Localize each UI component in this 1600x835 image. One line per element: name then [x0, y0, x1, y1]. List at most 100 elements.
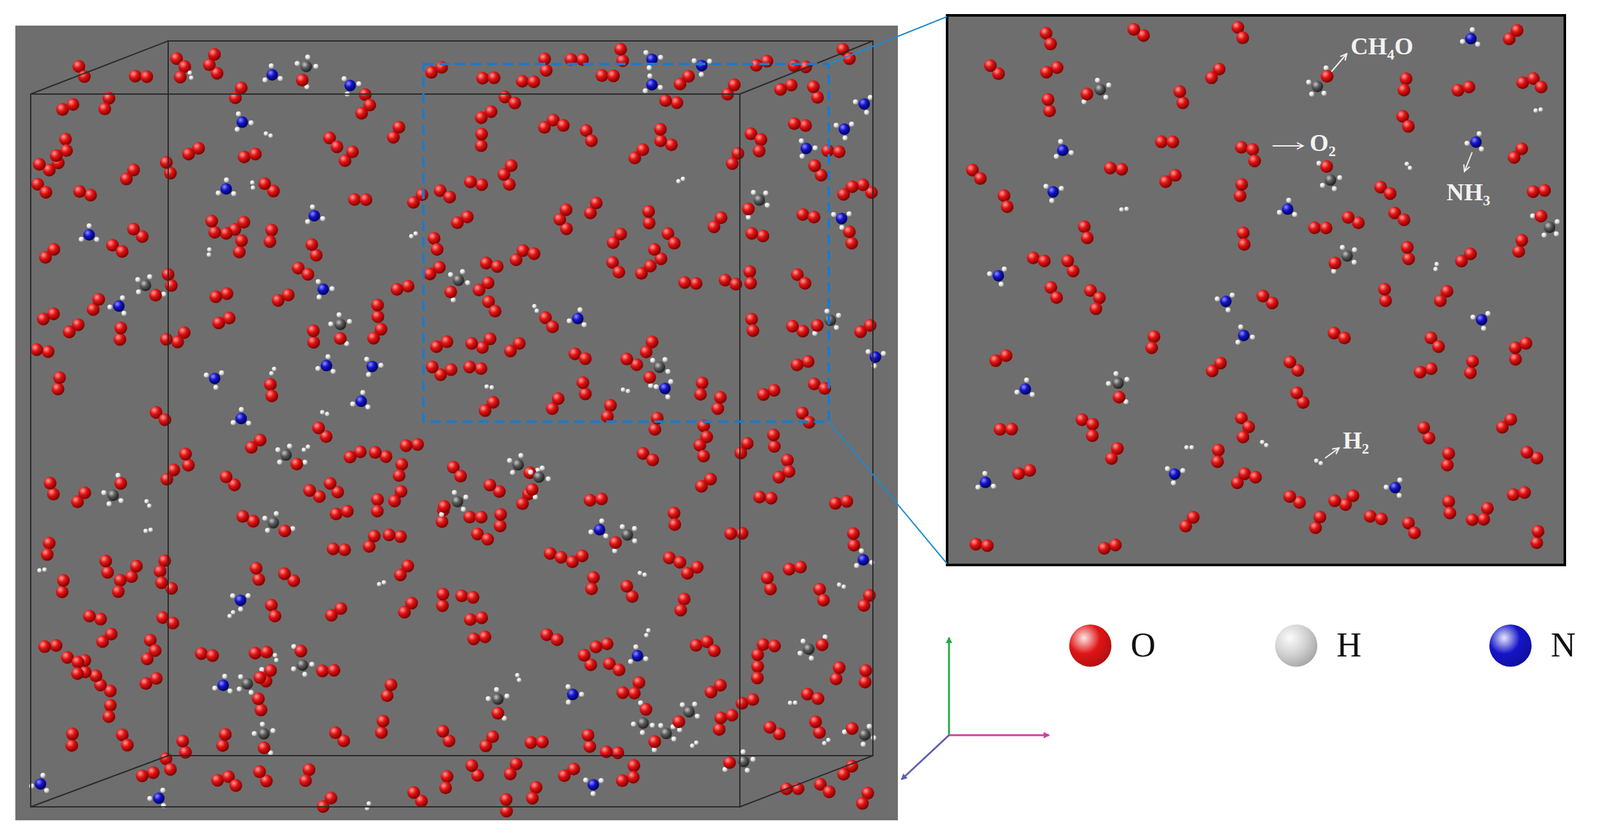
- axis-x: [949, 734, 1049, 737]
- atom: [234, 594, 247, 606]
- atom: [216, 738, 229, 752]
- atom: [614, 42, 628, 56]
- atom: [1459, 39, 1466, 45]
- atom: [594, 523, 606, 536]
- atom: [585, 134, 598, 148]
- atom: [494, 507, 508, 521]
- atom: [774, 83, 788, 96]
- atom: [600, 636, 614, 650]
- atom: [129, 69, 142, 83]
- atom: [516, 677, 522, 682]
- atom: [1530, 213, 1536, 219]
- atom: [228, 91, 242, 105]
- atom: [488, 304, 502, 318]
- atom: [1248, 154, 1262, 168]
- atom: [1518, 486, 1531, 499]
- atom: [366, 360, 378, 373]
- atom: [998, 281, 1004, 287]
- atom: [1408, 526, 1421, 540]
- atom: [1434, 261, 1439, 267]
- atom: [698, 71, 705, 77]
- atom: [754, 133, 768, 146]
- atom: [647, 73, 653, 79]
- atom: [1469, 27, 1475, 33]
- atom: [366, 800, 371, 806]
- atom: [632, 537, 638, 543]
- atom: [251, 691, 265, 705]
- atom: [266, 69, 279, 81]
- atom: [102, 709, 116, 723]
- atom: [725, 708, 739, 722]
- atom: [572, 312, 584, 325]
- atom: [248, 120, 254, 126]
- atom: [649, 722, 655, 728]
- atom: [1433, 294, 1447, 307]
- atom: [164, 762, 178, 776]
- atom: [807, 210, 821, 224]
- atom: [768, 439, 781, 453]
- atom: [263, 234, 277, 248]
- atom: [325, 354, 331, 360]
- atom: [390, 282, 404, 296]
- atom: [695, 376, 709, 389]
- atom: [858, 97, 870, 110]
- atom: [764, 491, 778, 505]
- atom: [841, 584, 847, 589]
- atom: [849, 121, 855, 127]
- atom: [475, 177, 488, 191]
- atom: [1534, 209, 1548, 223]
- atom: [979, 476, 992, 488]
- atom: [973, 172, 987, 185]
- zoom-region: [423, 63, 829, 422]
- atom: [668, 379, 674, 385]
- atom: [1058, 138, 1064, 144]
- atom: [808, 159, 822, 173]
- atom: [171, 335, 185, 349]
- atom: [465, 337, 479, 350]
- atom: [839, 225, 845, 231]
- atom: [526, 791, 540, 805]
- atom: [1037, 254, 1051, 268]
- atom: [1397, 212, 1411, 226]
- legend-entry: O: [1069, 624, 1156, 667]
- atom: [367, 529, 381, 543]
- atom: [364, 356, 370, 362]
- atom: [565, 555, 579, 568]
- atom: [41, 345, 55, 359]
- atom: [392, 468, 406, 482]
- atom: [320, 216, 326, 222]
- atom: [1475, 41, 1481, 47]
- atom: [248, 147, 262, 161]
- atom: [250, 180, 255, 185]
- atom: [1234, 140, 1248, 154]
- atom: [578, 351, 592, 365]
- atom: [265, 389, 279, 403]
- atom: [658, 722, 664, 728]
- atom: [993, 422, 1007, 436]
- atom: [1170, 480, 1177, 486]
- atom: [263, 131, 268, 136]
- atom: [1173, 85, 1187, 98]
- atom: [65, 727, 79, 740]
- atom: [155, 576, 169, 589]
- atom: [1465, 512, 1479, 526]
- atom: [1094, 78, 1100, 84]
- atom: [1463, 247, 1477, 261]
- atom: [409, 234, 414, 239]
- atom: [838, 123, 850, 135]
- atom: [384, 677, 398, 691]
- atom: [567, 762, 581, 776]
- atom: [752, 144, 766, 158]
- atom: [44, 787, 50, 793]
- atom: [237, 674, 244, 680]
- atom: [268, 133, 274, 138]
- atom: [459, 268, 465, 274]
- atom: [347, 193, 361, 206]
- atom: [479, 256, 493, 270]
- atom: [800, 142, 813, 155]
- atom: [393, 567, 407, 581]
- atom: [415, 188, 429, 201]
- atom: [640, 345, 653, 359]
- atom: [236, 116, 249, 128]
- atom: [647, 243, 661, 256]
